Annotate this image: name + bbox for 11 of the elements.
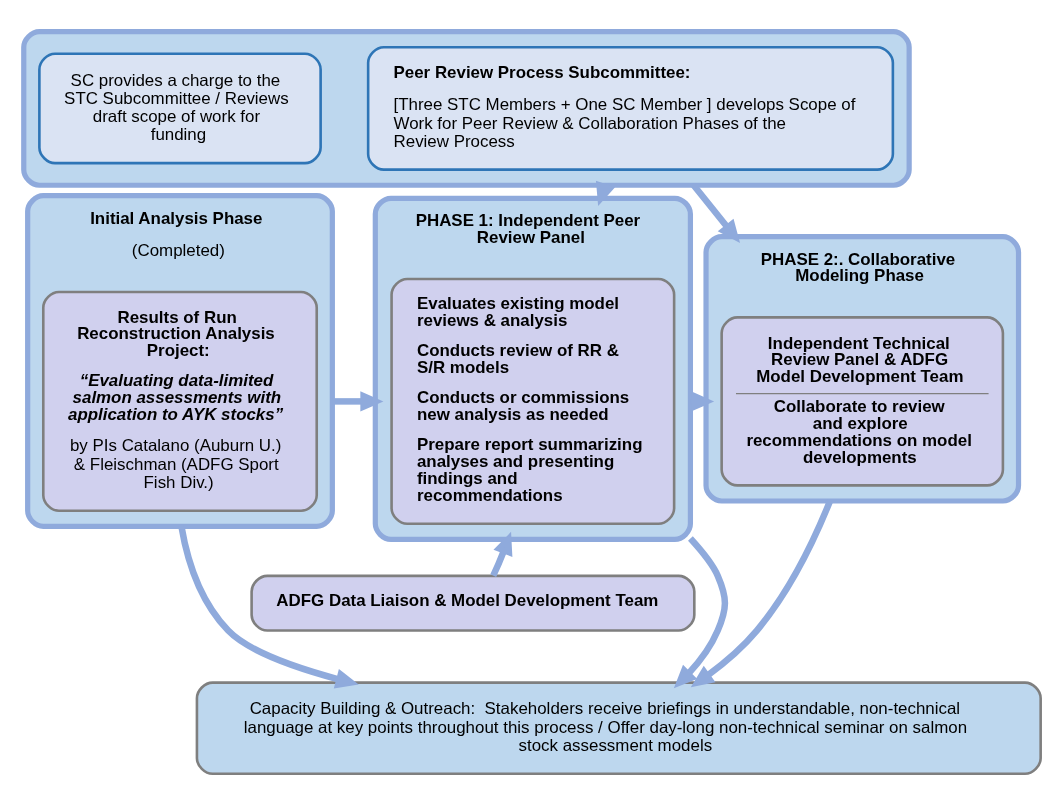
arrow (595, 180, 616, 206)
arrow (673, 536, 729, 689)
node-box: Peer Review Process Subcommittee: [Three STC Members + One SC Member ] develops Scope of Work for Peer Review & Collaboration Phases of the Review Process (366, 45, 895, 171)
arrow (490, 531, 513, 577)
node-box: Independent Technical Review Panel & ADFG Model Development Team Collaborate to review and explore recommendations on model developments (720, 316, 1005, 487)
arrow (332, 391, 384, 412)
node-box: Capacity Building & Outreach: Stakeholders receive briefings in understandable, non-technical language at key points throughout this process / Offer day-long non-technical seminar on salmon stock assessment models (195, 681, 1042, 776)
node-box: SC provides a charge to the STC Subcommittee / Reviews draft scope of work for funding (38, 52, 322, 165)
node-box: Results of Run Reconstruction Analysis Project: “Evaluating data-limited salmon assessments with application to AYK stocks” by PIs Catalano (Auburn U.) & Fleischman (ADFG Sport Fish Div.) (42, 290, 319, 513)
node-box: Evaluates existing model reviews & analysis Conducts review of RR & S/R models Conducts or commissions new analysis as needed Prepare report summarizing analyses and presenting findings and recommendations (390, 277, 676, 526)
node-box: ADFG Data Liaison & Model Development Team (250, 574, 696, 632)
